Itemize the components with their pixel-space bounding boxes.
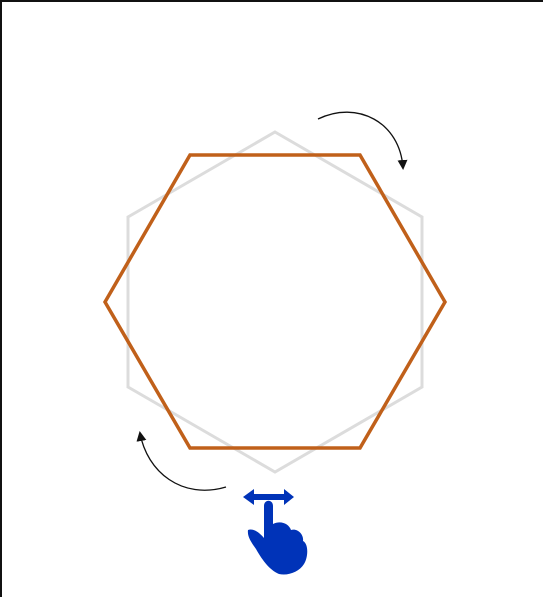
swipe-horizontal-hand-icon[interactable]	[243, 489, 308, 575]
ghost-hexagon	[126, 130, 424, 474]
curved-arrow-icon	[136, 431, 227, 491]
active-hexagon[interactable]	[102, 153, 448, 450]
curved-arrow-icon	[317, 111, 408, 170]
